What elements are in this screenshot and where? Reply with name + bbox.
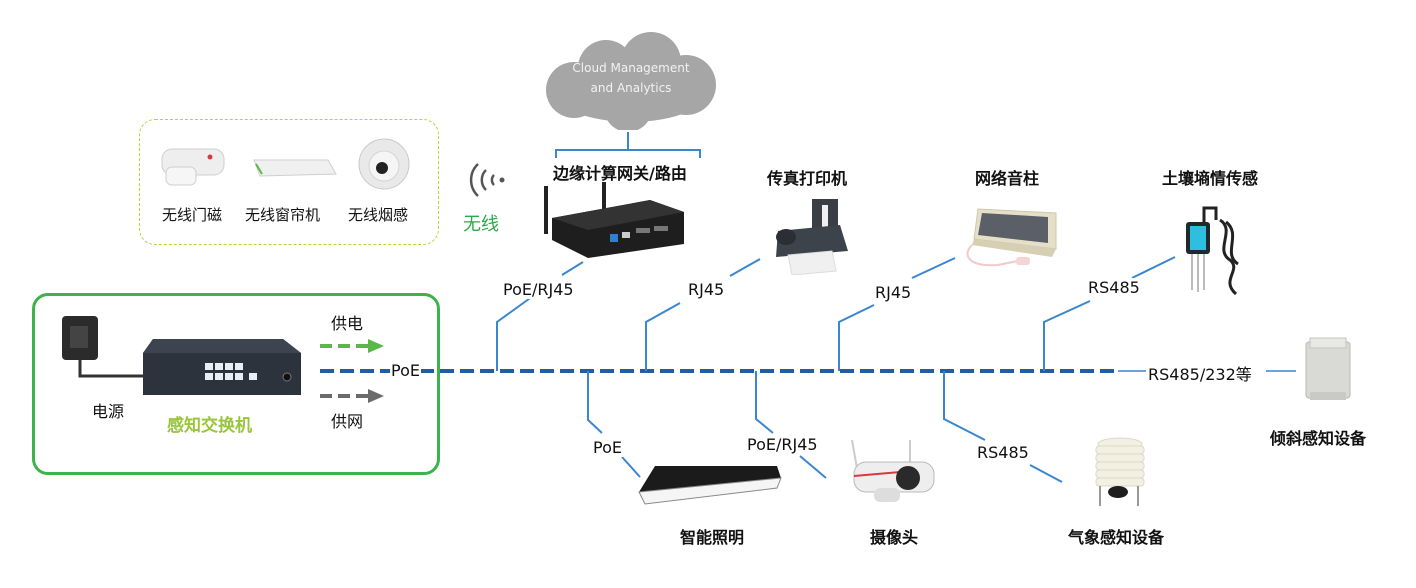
weather-station-icon — [1090, 436, 1150, 508]
camera-icon — [848, 439, 938, 506]
gateway-link-label: PoE/RJ45 — [502, 280, 575, 299]
cloud-icon — [546, 32, 716, 132]
camera-title: 摄像头 — [870, 528, 919, 547]
link-speaker — [838, 304, 875, 371]
link-gateway-upper — [561, 261, 584, 276]
link-gateway — [496, 295, 534, 371]
edge-gateway-icon — [540, 182, 690, 262]
tilt-sensor-icon — [1300, 336, 1356, 402]
soil-sensor-icon — [1180, 200, 1250, 300]
switch-label: 感知交换机 — [167, 416, 252, 436]
tilt-sensor-title: 倾斜感知设备 — [1270, 429, 1367, 448]
network-arrow — [320, 389, 384, 403]
wireless-device-group — [139, 119, 439, 245]
link-fax-upper — [729, 258, 761, 277]
link-weather-lower — [1029, 464, 1063, 483]
cloud-title-line2: and Analytics — [590, 81, 672, 95]
wireless-label: 无线 — [463, 214, 499, 235]
cloud-title-line1: Cloud Management — [572, 61, 690, 75]
curtain-motor-icon — [250, 152, 338, 182]
weather-title: 气象感知设备 — [1068, 528, 1165, 547]
link-light — [587, 371, 603, 434]
network-speaker-icon — [958, 205, 1068, 285]
power-arrow — [320, 339, 384, 353]
power-label: 电源 — [92, 402, 125, 421]
wifi-signal-icon — [464, 158, 508, 202]
link-soil — [1043, 300, 1091, 371]
camera-link-label: PoE/RJ45 — [746, 435, 819, 454]
door-magnet-icon — [158, 145, 228, 190]
cloud-connector — [555, 132, 701, 158]
poe-switch-icon — [143, 339, 303, 397]
weather-link-label: RS485 — [976, 443, 1030, 462]
smart-light-icon — [637, 464, 785, 506]
link-camera — [755, 371, 774, 434]
soil-link-label: RS485 — [1087, 278, 1141, 297]
speaker-title: 网络音柱 — [975, 169, 1040, 188]
link-camera-lower — [799, 455, 827, 479]
wireless-item-label-smoke: 无线烟感 — [348, 206, 409, 224]
poe-bus-label: PoE — [390, 361, 421, 380]
cloud-node: Cloud Management and Analytics — [536, 30, 726, 132]
fax-printer-title: 传真打印机 — [767, 169, 848, 188]
link-light-lower — [621, 456, 641, 478]
fax-link-label: RJ45 — [687, 280, 726, 299]
link-speaker-upper — [911, 257, 956, 279]
link-soil-upper — [1131, 256, 1176, 279]
power-adapter-icon — [58, 314, 148, 384]
link-fax — [645, 302, 681, 371]
switch-group — [32, 293, 440, 475]
power-supply-label: 供电 — [331, 314, 364, 333]
smoke-detector-icon — [356, 136, 412, 192]
wireless-item-label-door: 无线门磁 — [162, 206, 223, 224]
light-link-label: PoE — [592, 438, 623, 457]
gateway-title: 边缘计算网关/路由 — [553, 164, 687, 183]
network-supply-label: 供网 — [331, 412, 364, 431]
tilt-link-label: RS485/232等 — [1147, 361, 1253, 385]
fax-printer-icon — [770, 195, 850, 276]
speaker-link-label: RJ45 — [874, 283, 913, 302]
wireless-item-label-curtain: 无线窗帘机 — [245, 206, 321, 224]
light-title: 智能照明 — [680, 528, 745, 547]
soil-sensor-title: 土壤墒情传感 — [1162, 169, 1259, 188]
link-weather — [943, 371, 986, 441]
